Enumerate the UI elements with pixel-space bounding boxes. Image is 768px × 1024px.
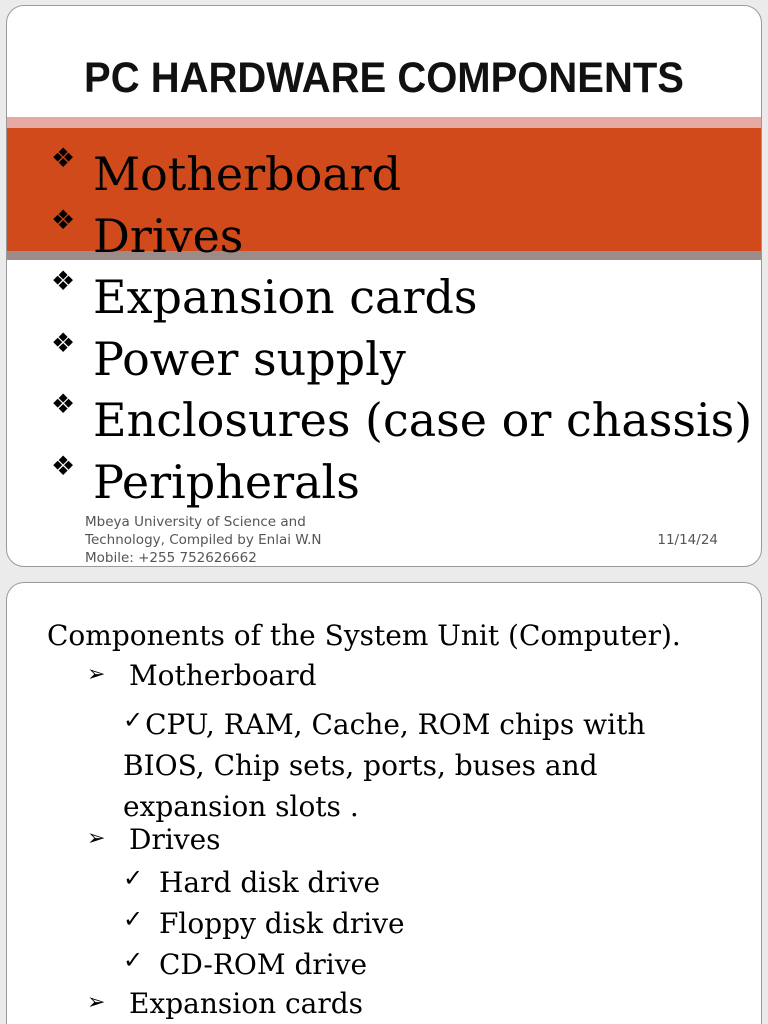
slide-footer-credit: Mbeya University of Science and Technolo… (85, 513, 322, 566)
sub-item-label: CD-ROM drive (159, 948, 368, 981)
check-icon: ✓ (123, 864, 144, 892)
diamond-bullet-icon: ❖ (51, 450, 76, 482)
list-item: ❖ Peripherals (51, 450, 752, 514)
diamond-bullet-icon: ❖ (51, 327, 76, 359)
list-item: ❖ Expansion cards (51, 267, 752, 329)
sub-item-label: Hard disk drive (159, 866, 381, 899)
list-item: ❖ Drives (51, 204, 752, 268)
list-item-label: Expansion cards (129, 987, 364, 1020)
list-item-label: Drives (93, 208, 244, 263)
check-icon: ✓ (123, 905, 144, 933)
slide-title: PC HARDWARE COMPONENTS (84, 54, 684, 102)
detail-text: CPU, RAM, Cache, ROM chips with BIOS, Ch… (123, 708, 646, 823)
list-item-sub: ✓ Hard disk drive (123, 864, 380, 899)
slide-footer-date: 11/14/24 (657, 532, 718, 548)
slide-2: Components of the System Unit (Computer)… (6, 582, 762, 1024)
list-item: ❖ Motherboard (51, 144, 752, 206)
check-icon: ✓ (123, 946, 144, 974)
title-band-top-stripe (7, 117, 761, 128)
list-item-drives: ➢ Drives (87, 823, 221, 856)
list-item-label: Motherboard (93, 147, 402, 201)
motherboard-detail: ✓CPU, RAM, Cache, ROM chips with BIOS, C… (123, 700, 723, 827)
title-band-bottom-stripe (7, 251, 761, 260)
diamond-bullet-icon: ❖ (51, 266, 76, 297)
arrow-bullet-icon: ➢ (87, 990, 106, 1015)
list-item-sub: ✓ Floppy disk drive (123, 905, 405, 940)
arrow-bullet-icon: ➢ (87, 826, 106, 851)
diamond-bullet-icon: ❖ (51, 143, 76, 174)
list-item-label: Motherboard (129, 659, 317, 692)
diamond-bullet-icon: ❖ (51, 389, 76, 420)
list-item-sub: ✓ CD-ROM drive (123, 946, 367, 981)
slide-heading: Components of the System Unit (Computer)… (47, 619, 681, 652)
check-icon: ✓ (123, 706, 144, 734)
list-item-label: Enclosures (case or chassis) (93, 393, 753, 447)
list-item-label: Peripherals (93, 454, 360, 509)
list-item-expansion-cards: ➢ Expansion cards (87, 987, 363, 1020)
list-item-label: Drives (129, 823, 221, 856)
footer-line: Technology, Compiled by Enlai W.N (85, 532, 322, 548)
sub-item-label: Floppy disk drive (159, 907, 405, 940)
component-list: ❖ Motherboard ❖ Drives ❖ Expansion cards… (51, 144, 752, 513)
title-band (7, 128, 761, 251)
list-item: ❖ Enclosures (case or chassis) (51, 390, 752, 452)
footer-line: Mbeya University of Science and (85, 514, 306, 530)
list-item-label: Expansion cards (93, 270, 478, 324)
arrow-bullet-icon: ➢ (87, 662, 106, 687)
list-item-label: Power supply (93, 331, 406, 386)
list-item-motherboard: ➢ Motherboard (87, 659, 317, 692)
slide-1: PC HARDWARE COMPONENTS ❖ Motherboard ❖ D… (6, 5, 762, 567)
diamond-bullet-icon: ❖ (51, 204, 76, 236)
list-item: ❖ Power supply (51, 327, 752, 391)
footer-line: Mobile: +255 752626662 (85, 550, 257, 566)
